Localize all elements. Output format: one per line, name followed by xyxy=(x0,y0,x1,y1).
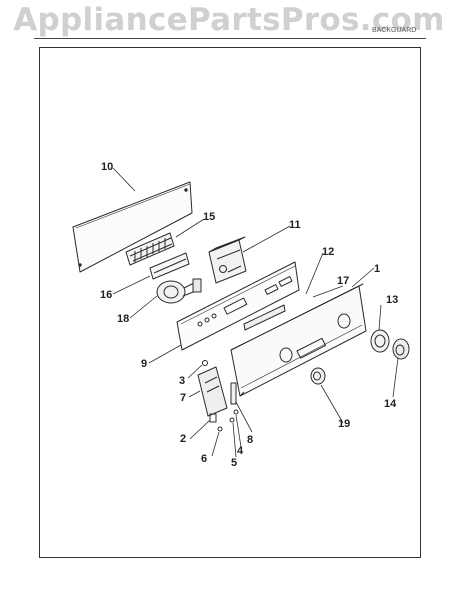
callout-15: 15 xyxy=(203,211,215,223)
part-9-inner-panel xyxy=(176,261,300,351)
callout-9: 9 xyxy=(141,358,147,370)
callout-14: 14 xyxy=(384,398,397,410)
part-7-bracket xyxy=(197,366,228,417)
callout-8: 8 xyxy=(247,434,253,446)
callout-7: 7 xyxy=(180,392,186,404)
callout-18: 18 xyxy=(117,313,129,325)
part-1-front-console xyxy=(230,283,367,397)
part-2-clip xyxy=(209,413,217,423)
part-5-screw xyxy=(229,417,235,423)
callout-5: 5 xyxy=(231,457,237,469)
watermark: AppliancePartsPros.com xyxy=(13,2,445,38)
part-11-control-module xyxy=(208,236,247,284)
leader-lines xyxy=(112,167,399,458)
callout-2: 2 xyxy=(180,433,186,445)
callout-12: 12 xyxy=(322,246,334,258)
callout-13: 13 xyxy=(386,294,398,306)
part-15-switch-bank xyxy=(125,232,175,266)
part-16-connector xyxy=(149,252,190,280)
callout-17: 17 xyxy=(337,275,349,287)
callout-6: 6 xyxy=(201,453,207,465)
header-right: BACKGUARD xyxy=(372,27,417,34)
part-19-knob xyxy=(310,367,326,385)
callout-4: 4 xyxy=(237,445,244,457)
header-rule xyxy=(34,38,426,39)
callout-3: 3 xyxy=(179,375,185,387)
part-13-dial-ring xyxy=(370,329,390,353)
callout-10: 10 xyxy=(101,161,113,173)
callout-16: 16 xyxy=(100,289,112,301)
part-6-screw xyxy=(217,426,223,432)
part-8-bracket xyxy=(230,382,237,405)
callout-11: 11 xyxy=(289,219,301,231)
part-17-display-lens xyxy=(243,304,286,331)
part-4-screw xyxy=(233,409,239,415)
callout-19: 19 xyxy=(338,418,350,430)
part-10-rear-cover xyxy=(72,181,193,273)
part-14-knob xyxy=(392,338,410,360)
part-18-timer-motor xyxy=(156,278,202,304)
part-3-screw xyxy=(202,360,208,366)
callout-1: 1 xyxy=(374,263,380,275)
diagram-frame xyxy=(39,47,421,558)
